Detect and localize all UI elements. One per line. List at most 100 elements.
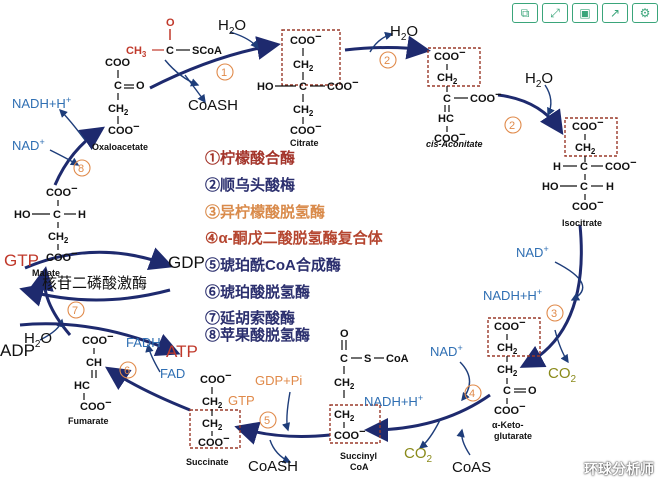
svg-text:CoA: CoA: [350, 462, 369, 472]
arrow-nad-isocitrate: [554, 261, 584, 301]
svg-text:COO−: COO−: [434, 47, 466, 63]
svg-text:COO: COO: [105, 57, 131, 69]
atp: ATP: [166, 342, 198, 361]
fadh: FADH: [126, 335, 161, 350]
enzyme-legend: ①柠檬酸合酶 ②顺乌头酸梅 ③异柠檬酸脱氢酶 ④α-酮戊二酸脱氢酶复合体 ⑤琥珀…: [205, 149, 384, 344]
citrate-box: [281, 29, 341, 86]
gtp-small: GTP: [228, 393, 255, 408]
svg-text:COO−: COO−: [46, 183, 78, 199]
svg-text:CH2: CH2: [497, 364, 518, 378]
arrow-malate-to-oxaloacetate: [53, 126, 105, 186]
svg-text:COO−: COO−: [200, 370, 232, 386]
oxaloacetate: COO C O CH2 COO− Oxaloacetate: [92, 57, 148, 152]
svg-text:C: C: [53, 209, 61, 221]
svg-text:C: C: [114, 80, 122, 92]
settings-icon[interactable]: ⚙: [632, 3, 658, 23]
co2-1: CO2: [548, 365, 577, 385]
arrow-fad-in: [145, 343, 161, 373]
arrow-h2o-in-3: [544, 84, 555, 117]
svg-text:COO−: COO−: [82, 331, 114, 347]
svg-text:COO−: COO−: [46, 248, 78, 264]
svg-text:CH2: CH2: [497, 342, 518, 356]
svg-text:Isocitrate: Isocitrate: [562, 218, 602, 228]
isocitrate: COO− CH2 H C COO− HO C H COO− Isocitrate: [542, 117, 637, 228]
expand-icon[interactable]: ⤢: [542, 3, 568, 23]
svg-text:O: O: [528, 385, 537, 397]
svg-text:COO−: COO−: [108, 121, 140, 137]
image-toolbar: ⧉ ⤢ ▣ ↗ ⚙: [512, 3, 658, 23]
svg-text:CH2: CH2: [108, 103, 129, 117]
svg-text:CH: CH: [86, 357, 102, 369]
succinylcoa-box: [329, 404, 381, 444]
copy-icon[interactable]: ⧉: [512, 3, 538, 23]
h2o-2: H2O: [390, 23, 418, 43]
nadh-2: NADH+H+: [483, 287, 542, 303]
arrow-coash-out: [269, 439, 292, 463]
svg-text:COO−: COO−: [290, 31, 322, 47]
enzyme-5: ⑤琥珀酰CoA合成酶: [205, 256, 341, 274]
enzyme-6: ⑥琥珀酸脱氢酶: [205, 283, 310, 301]
fumarate: COO− CH HC COO− Fumarate: [68, 331, 114, 426]
svg-text:2: 2: [384, 55, 390, 67]
step-numbers: 1 2 2 3 4 5 6 7 8: [67, 51, 564, 429]
svg-text:COO−: COO−: [327, 77, 359, 93]
svg-text:O: O: [166, 17, 175, 29]
svg-text:COO−: COO−: [198, 433, 230, 449]
svg-text:HC: HC: [74, 380, 90, 392]
enzyme-4: ④α-酮戊二酸脱氢酶复合体: [205, 229, 384, 247]
save-icon[interactable]: ▣: [572, 3, 598, 23]
svg-text:O: O: [136, 80, 145, 92]
svg-text:C: C: [503, 385, 511, 397]
nad-3: NAD+: [430, 343, 463, 359]
svg-text:3: 3: [551, 308, 557, 320]
svg-text:COO−: COO−: [572, 197, 604, 213]
arrow-coash-out-1: [184, 74, 206, 104]
akg-box: [487, 317, 541, 357]
arrow-gtp-to-gdp: [24, 247, 174, 271]
share-icon[interactable]: ↗: [602, 3, 628, 23]
arrow-adp-to-atp: [19, 322, 181, 357]
succinate: COO− CH2 CH2 COO− Succinate: [186, 370, 232, 467]
arrow-succinate-to-fumarate: [105, 366, 191, 412]
arrow-citrate-to-aconitate: [344, 35, 431, 60]
svg-text:5: 5: [264, 415, 270, 427]
svg-text:C: C: [580, 161, 588, 173]
enzyme-8: ⑧苹果酸脱氢酶: [205, 326, 310, 344]
nadh-1: NADH+H+: [12, 95, 71, 111]
alpha-ketoglutarate: COO− CH2 CH2 C O COO− α-Keto- glutarate: [492, 317, 537, 441]
svg-text:Fumarate: Fumarate: [68, 416, 109, 426]
svg-text:CH2: CH2: [202, 418, 223, 432]
co2-2: CO2: [404, 445, 433, 465]
svg-text:CH3: CH3: [126, 45, 147, 59]
svg-text:6: 6: [124, 365, 130, 377]
citrate: COO− CH2 HO C COO− CH2 COO− Citrate: [257, 31, 359, 148]
gdp-pi: GDP+Pi: [255, 373, 302, 388]
nadh-3: NADH+H+: [364, 393, 423, 409]
gtp-left: GTP: [4, 251, 39, 270]
svg-text:HO: HO: [257, 81, 274, 93]
cis-aconitate: COO− CH2 C COO− HC COO− cis-Aconitate: [426, 47, 502, 149]
arrow-h2o-out-2: [369, 31, 394, 53]
svg-text:7: 7: [72, 305, 78, 317]
svg-text:C: C: [340, 353, 348, 365]
enzyme-7: ⑦延胡索酸酶: [205, 309, 295, 327]
svg-text:C: C: [580, 181, 588, 193]
svg-text:H: H: [553, 161, 561, 173]
h2o-3: H2O: [525, 70, 553, 90]
malate: COO− HO C H CH2 COO− Malate: [14, 183, 86, 278]
svg-text:CH2: CH2: [437, 72, 458, 86]
svg-text:Succinate: Succinate: [186, 457, 229, 467]
svg-text:O: O: [340, 328, 349, 340]
svg-text:COO−: COO−: [572, 117, 604, 133]
svg-text:CH2: CH2: [293, 59, 314, 73]
coash-2: CoASH: [248, 458, 298, 475]
arrow-nadh-out-8: [59, 109, 86, 141]
svg-text:CH2: CH2: [293, 104, 314, 118]
svg-text:HC: HC: [438, 113, 454, 125]
svg-text:CH2: CH2: [575, 142, 596, 156]
coash-1: CoASH: [188, 97, 238, 114]
svg-text:COO−: COO−: [290, 121, 322, 137]
nad-1: NAD+: [12, 137, 45, 153]
succinyl-coa: O C S CoA CH2 CH2 COO− Succinyl CoA: [334, 328, 409, 472]
